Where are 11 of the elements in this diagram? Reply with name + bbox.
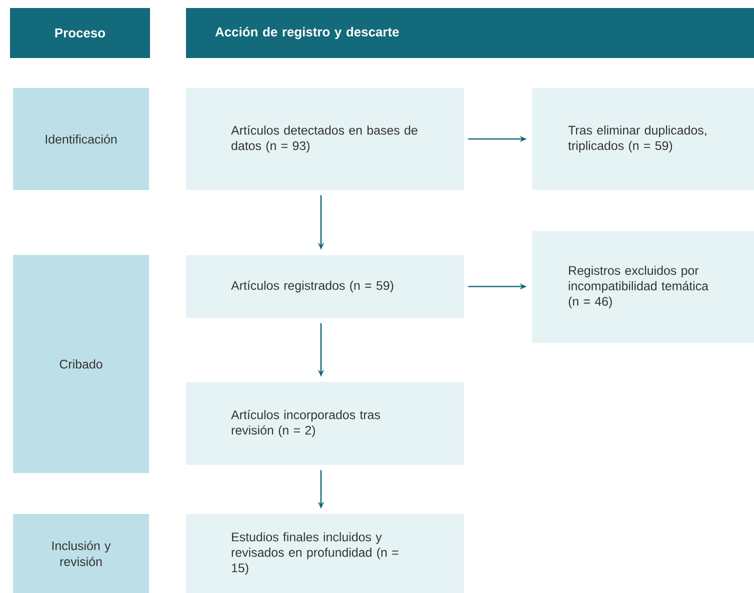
process-box: Artículos detectados en bases de datos (n = 93): [186, 88, 464, 190]
process-box: Tras eliminar duplicados, triplicados (n = 59): [532, 88, 754, 190]
process-box: Registros excluidos por incompatibilidad temática (n = 46): [532, 231, 754, 343]
process-box: Artículos incorporados tras revisión (n = 2): [186, 382, 464, 465]
stage-box: Cribado: [13, 255, 149, 473]
stage-box: Inclusión y revisión: [13, 514, 149, 593]
header-box: Acción de registro y descarte: [186, 8, 754, 58]
header-box: Proceso: [10, 8, 150, 58]
process-box: Artículos registrados (n = 59): [186, 255, 464, 318]
process-box: Estudios finales incluidos y revisados en profundidad (n = 15): [186, 514, 464, 593]
stage-box: Identificación: [13, 88, 149, 190]
